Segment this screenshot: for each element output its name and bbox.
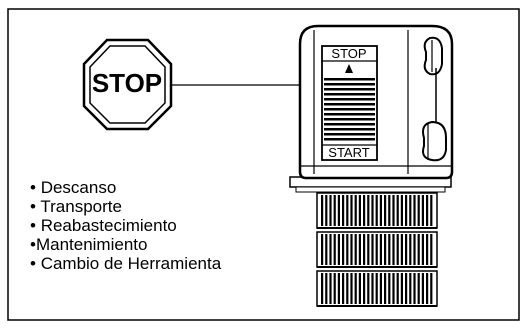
switch-window: STOP START	[321, 45, 378, 161]
slider-track	[324, 78, 375, 141]
knurled-ring	[316, 192, 438, 229]
knurled-ring	[316, 231, 438, 268]
list-item: •Mantenimiento	[30, 235, 148, 254]
switch-stop-label: STOP	[331, 46, 366, 61]
position-arrow-icon	[345, 64, 353, 73]
list-item: • Reabastecimiento	[30, 216, 177, 235]
list-item: • Descanso	[30, 178, 117, 197]
list-item: • Transporte	[30, 197, 122, 216]
stop-sign-text: STOP	[92, 68, 162, 98]
stop-sign-icon: STOP	[82, 38, 173, 131]
knurled-ring	[316, 270, 438, 307]
frame-border	[7, 8, 520, 321]
side-clip	[422, 36, 447, 162]
switch-start-label: START	[328, 145, 369, 160]
usage-list: • Descanso • Transporte • Reabastecimien…	[30, 178, 221, 273]
list-item: • Cambio de Herramienta	[30, 254, 222, 273]
knurled-base	[289, 176, 452, 307]
